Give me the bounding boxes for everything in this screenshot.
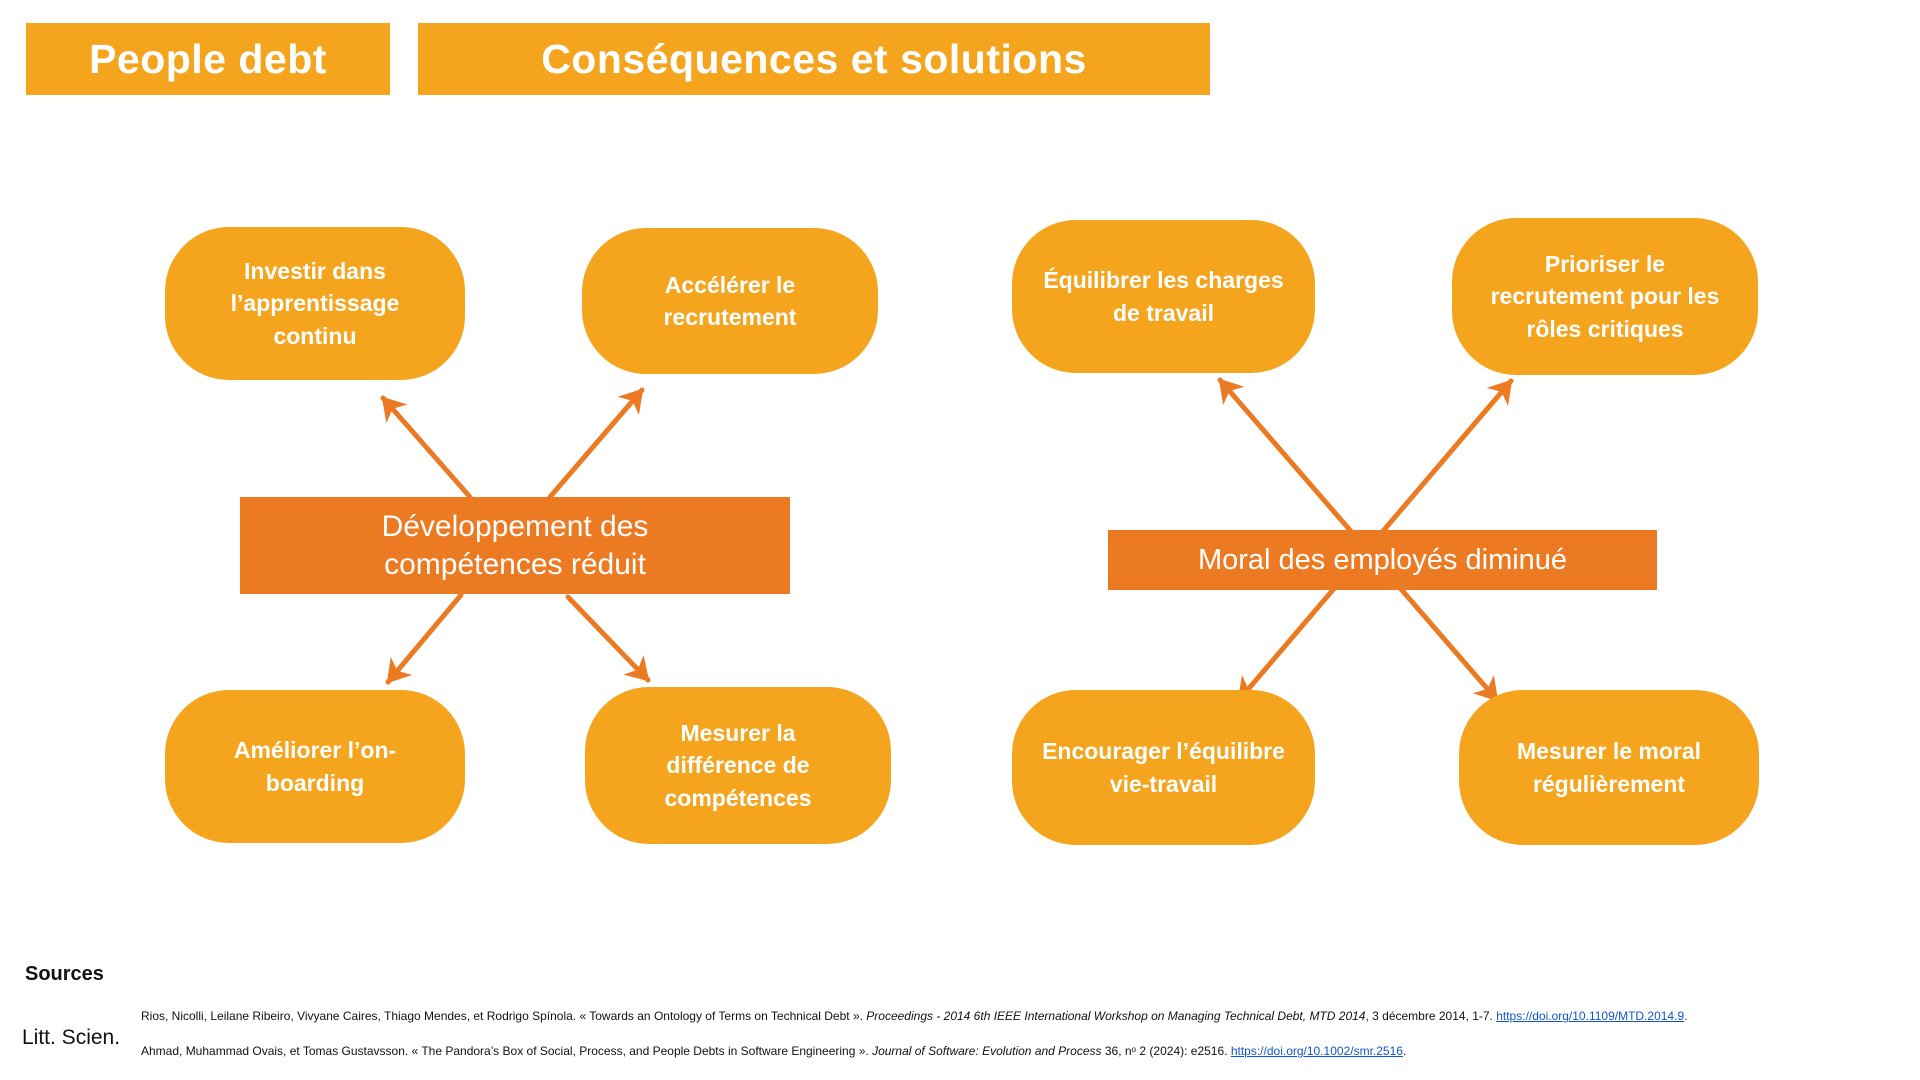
citations-block: Rios, Nicolli, Leilane Ribeiro, Vivyane …	[141, 991, 1920, 1080]
arrow-skills-to-onboarding	[385, 592, 464, 685]
citation-rios-2014: Rios, Nicolli, Leilane Ribeiro, Vivyane …	[141, 1009, 1688, 1024]
title-badge-people-debt: People debt	[26, 23, 390, 95]
solution-node-prioritize-critical-roles: Prioriser le recrutement pour les rôles …	[1452, 218, 1758, 375]
title-badge-consequences-solutions-label: Conséquences et solutions	[541, 35, 1087, 82]
citation-ahmad-2024: Ahmad, Muhammad Ovais, et Tomas Gustavss…	[141, 1044, 1407, 1059]
title-badge-consequences-solutions: Conséquences et solutions	[418, 23, 1210, 95]
sources-category-label: Litt. Scien.	[22, 1026, 121, 1049]
arrow-skills-to-accelerate	[547, 387, 645, 500]
solution-node-invest-learning: Investir dans l’apprentissage continu	[165, 227, 465, 380]
arrow-skills-to-measure-gap	[565, 594, 651, 683]
solution-node-measure-morale: Mesurer le moral régulièrement	[1459, 690, 1759, 845]
citation-doi-link[interactable]: https://doi.org/10.1002/smr.2516	[1230, 1044, 1403, 1059]
solution-node-work-life-balance: Encourager l’équilibre vie-travail	[1012, 690, 1315, 845]
title-badge-people-debt-label: People debt	[89, 35, 327, 82]
solution-node-accelerate-recruitment: Accélérer le recrutement	[582, 228, 878, 374]
consequence-node-skills-development: Développement des compétences réduit	[240, 497, 790, 594]
consequence-node-employee-morale: Moral des employés diminué	[1108, 530, 1657, 590]
solution-node-balance-workloads: Équilibrer les charges de travail	[1012, 220, 1315, 373]
sources-heading: Sources	[25, 963, 104, 985]
arrow-skills-to-invest	[380, 395, 473, 500]
solution-node-measure-skill-gap: Mesurer la différence de compétences	[585, 687, 891, 844]
solution-node-improve-onboarding: Améliorer l’on- boarding	[165, 690, 465, 843]
citation-doi-link[interactable]: https://doi.org/10.1109/MTD.2014.9	[1496, 1009, 1685, 1024]
